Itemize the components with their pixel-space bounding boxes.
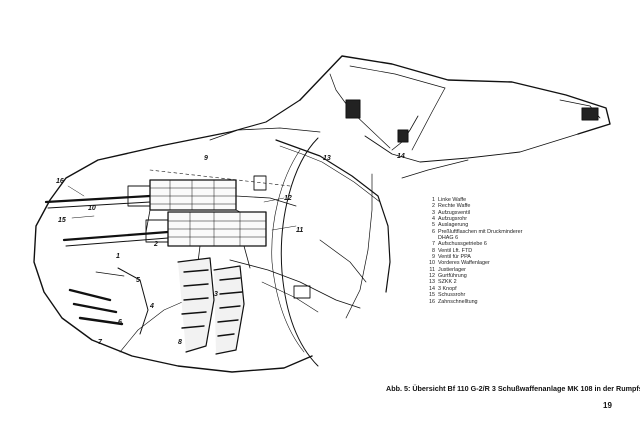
legend-number: 12: [429, 273, 435, 280]
legend-number: 14: [429, 285, 435, 292]
callout-15: 15: [58, 217, 66, 224]
legend-number: 8: [432, 247, 435, 254]
callout-12: 12: [284, 195, 292, 202]
callout-6: 6: [118, 319, 122, 326]
legend-item: DHAG 6: [426, 235, 631, 241]
legend-text: Schussrohr: [438, 292, 466, 299]
legend-text: Ventil Lft. FTD: [438, 247, 473, 254]
legend-text: Ventil für PPA: [438, 254, 471, 261]
callout-16: 16: [56, 178, 64, 185]
legend-number: 7: [432, 241, 435, 248]
legend-number: 5: [432, 222, 435, 229]
page-number: 19: [603, 401, 612, 410]
legend-number: 6: [432, 228, 435, 235]
callout-11: 11: [296, 227, 303, 234]
callout-9: 9: [204, 155, 208, 162]
legend-text: 3 Knopf: [438, 285, 457, 292]
legend-number: 10: [429, 260, 435, 267]
legend-text: Linke Waffe: [438, 197, 467, 203]
legend-number: 3: [432, 209, 435, 216]
legend-text: Justierlager: [438, 266, 466, 273]
callout-4: 4: [149, 303, 154, 310]
figure-caption: Abb. 5: Übersicht Bf 110 G-2/R 3 Schußwa…: [386, 384, 640, 393]
legend-text: Vorderes Waffenlager: [438, 260, 490, 267]
callout-8: 8: [178, 339, 182, 346]
legend-number: 1: [432, 197, 435, 203]
callout-10: 10: [88, 205, 96, 212]
callout-1: 1: [116, 253, 120, 260]
legend-text: Aufschussgetriebe 6: [438, 241, 487, 248]
callout-14: 14: [397, 153, 405, 160]
legend-text: Zahnschnelltung: [438, 298, 478, 305]
legend-number: 16: [429, 298, 435, 305]
legend-number: 4: [432, 216, 435, 223]
legend-number: 15: [429, 292, 435, 299]
legend-text: Rechte Waffe: [438, 203, 471, 210]
legend-number: 11: [429, 266, 435, 273]
legend-text: Auslagerung: [438, 222, 469, 229]
callout-3: 3: [214, 291, 218, 298]
legend-text: Gurtführung: [438, 273, 467, 280]
legend-text: SZKK 2: [438, 279, 457, 286]
legend-text: Preßluftflaschen mit Druckminderer: [438, 228, 523, 235]
legend-text: Aufzugsventil: [438, 209, 471, 216]
callout-2: 2: [153, 241, 158, 248]
legend-text: Aufzugsrohr: [438, 216, 468, 223]
legend-text: DHAG 6: [438, 235, 459, 242]
legend-number: 13: [429, 279, 435, 286]
legend-number: 2: [432, 203, 435, 210]
legend-number: 9: [432, 254, 435, 261]
callout-5: 5: [136, 277, 140, 284]
callout-13: 13: [323, 155, 331, 162]
callout-7: 7: [98, 339, 103, 346]
